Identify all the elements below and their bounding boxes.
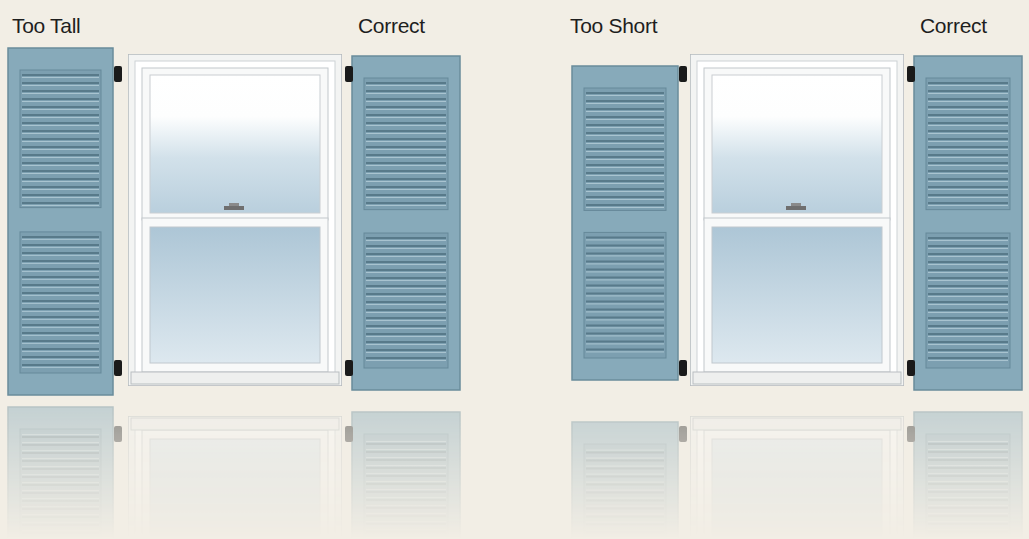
- shutter-label: Too Tall: [12, 14, 80, 38]
- reflection: [8, 407, 1022, 539]
- shutter-label: Correct: [920, 14, 987, 38]
- shutter: [914, 56, 1022, 390]
- hinges: [114, 66, 915, 376]
- shutter: [352, 56, 460, 390]
- shutter: [8, 48, 113, 395]
- window: [128, 54, 342, 386]
- window: [690, 54, 904, 386]
- shutter-label: Too Short: [570, 14, 657, 38]
- shutter-label: Correct: [358, 14, 425, 38]
- shutter: [572, 66, 678, 380]
